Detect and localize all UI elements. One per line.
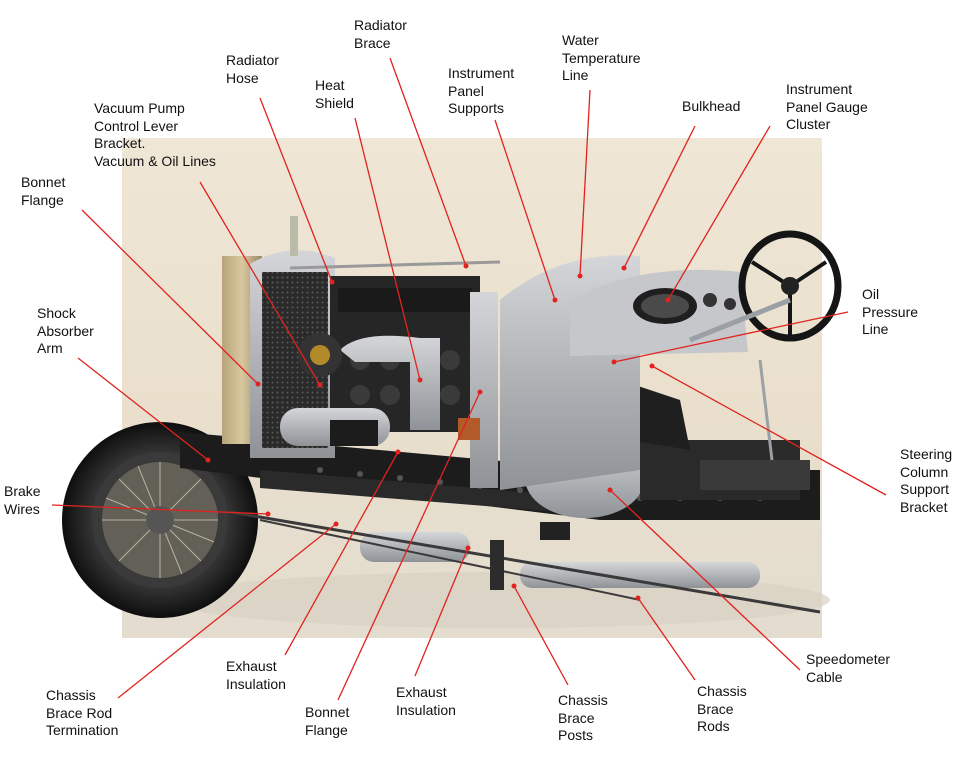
label-instrument-panel-supports: Instrument Panel Supports [448, 65, 515, 116]
label-heat-shield: Heat Shield [315, 77, 354, 111]
leader-brake-wires [51, 504, 269, 515]
label-vacuum-pump-control-lever: Vacuum Pump Control Lever Bracket. Vacuu… [94, 100, 216, 169]
leader-speedometer-cable [609, 489, 801, 671]
label-speedometer-cable: Speedometer Cable [806, 651, 891, 685]
leader-heat-shield [354, 117, 421, 381]
steering-wheel [689, 230, 842, 461]
label-chassis-brace-rod-termination: Chassis Brace Rod Termination [46, 687, 119, 738]
label-brake-wires: Brake Wires [4, 483, 41, 517]
leader-chassis-brace-posts [513, 585, 569, 686]
label-exhaust-insulation-right: Exhaust Insulation [396, 684, 456, 718]
label-bonnet-flange-top: Bonnet Flange [21, 174, 66, 208]
label-bulkhead: Bulkhead [682, 98, 741, 114]
leader-lines [51, 57, 887, 701]
leader-steering-column-bracket [651, 365, 887, 496]
label-exhaust-insulation-left: Exhaust Insulation [226, 658, 286, 692]
label-bonnet-flange-bottom: Bonnet Flange [305, 704, 350, 738]
leader-shock-absorber-arm [77, 357, 209, 461]
leader-gauge-cluster [667, 125, 771, 301]
label-oil-pressure-line: Oil Pressure Line [862, 286, 919, 337]
label-radiator-brace: Radiator Brace [354, 17, 407, 51]
label-steering-column-support-bracket: Steering Column Support Bracket [900, 446, 953, 515]
leader-exhaust-insulation-left [284, 451, 399, 656]
label-instrument-panel-gauge-cluster: Instrument Panel Gauge Cluster [786, 81, 868, 132]
leader-chassis-brace-rods [637, 597, 696, 681]
leader-bonnet-flange-top [81, 209, 259, 385]
leader-radiator-hose [259, 97, 333, 283]
label-chassis-brace-posts: Chassis Brace Posts [558, 692, 608, 743]
label-shock-absorber-arm: Shock Absorber Arm [37, 305, 94, 356]
leader-oil-pressure-line [613, 311, 849, 363]
leader-brace-rod-termination [117, 523, 337, 699]
leader-instrument-panel-supports [494, 119, 556, 301]
leader-vacuum-pump [199, 181, 321, 386]
label-water-temperature-line: Water Temperature Line [562, 32, 641, 83]
bulkhead-dashboard [458, 255, 748, 490]
leader-bonnet-flange-bottom [337, 391, 481, 701]
leader-radiator-brace [389, 57, 467, 267]
leader-exhaust-insulation-right [414, 547, 469, 677]
label-radiator-hose: Radiator Hose [226, 52, 279, 86]
leader-arrowheads [205, 263, 671, 601]
leader-water-temperature-line [579, 89, 591, 277]
leader-bulkhead [623, 125, 696, 269]
label-chassis-brace-rods: Chassis Brace Rods [697, 683, 747, 734]
engine [280, 260, 501, 446]
